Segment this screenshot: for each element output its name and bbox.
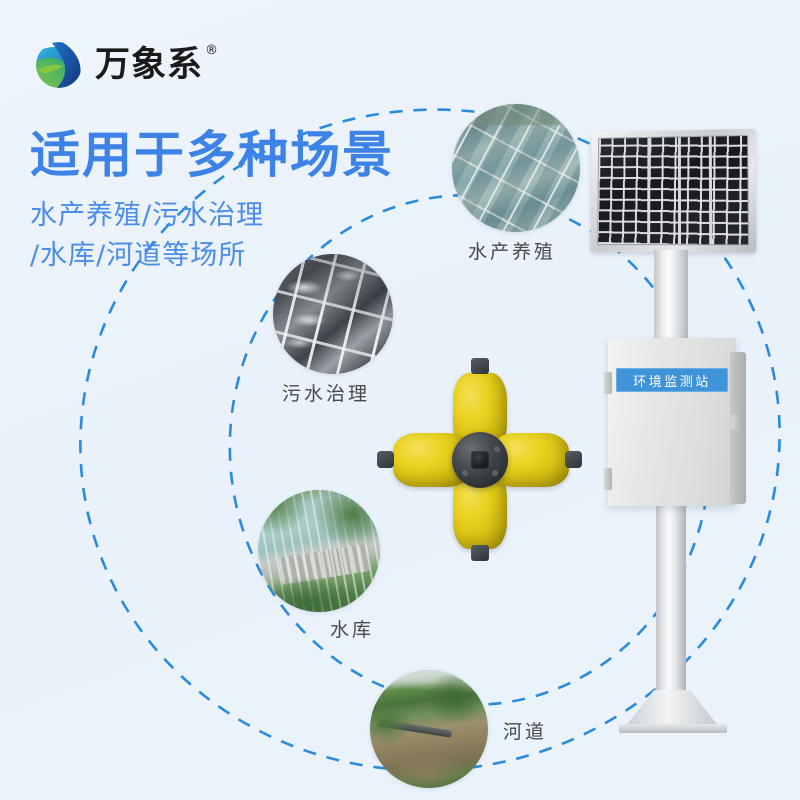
page-title: 适用于多种场景 — [30, 126, 394, 184]
mounting-pole-upper — [654, 250, 688, 348]
buoy-bolt-4 — [492, 470, 498, 476]
monitoring-station-enclosure — [608, 338, 736, 506]
mounting-pole-lower — [656, 500, 686, 710]
scene-sewage-treatment-image — [273, 254, 393, 374]
solar-panel — [590, 128, 757, 253]
pole-base-plate — [619, 724, 727, 733]
buoy-central-hub — [452, 432, 508, 488]
buoy-bolt-2 — [494, 446, 500, 452]
scene-aquaculture-image — [452, 104, 580, 232]
page-subtitle: 水产养殖/污水治理 /水库/河道等场所 — [30, 196, 264, 276]
enclosure-hinge-top — [604, 372, 612, 394]
page-subtitle-line-1: 水产养殖/污水治理 — [30, 200, 265, 231]
buoy-cap-right — [565, 451, 582, 468]
enclosure-hinge-bottom — [604, 468, 612, 490]
scene-aquaculture[interactable]: 水产养殖 — [452, 104, 592, 274]
brand-name-text: 万象系 — [95, 44, 204, 85]
buoy-cap-left — [377, 451, 394, 468]
scene-sewage-treatment[interactable]: 污水治理 — [273, 254, 413, 424]
water-quality-monitoring-buoy[interactable] — [375, 355, 585, 565]
buoy-bolt-3 — [462, 470, 468, 476]
buoy-cap-top — [471, 358, 489, 374]
scene-river-channel-image — [370, 670, 488, 788]
scene-sewage-treatment-label: 污水治理 — [282, 383, 371, 405]
enclosure-latch — [731, 414, 741, 430]
scene-aquaculture-label: 水产养殖 — [468, 241, 557, 263]
registered-trademark-icon: ® — [205, 42, 220, 58]
buoy-cap-bottom — [471, 545, 489, 561]
scene-river-channel[interactable]: 河道 — [370, 670, 590, 800]
scene-reservoir-image — [258, 490, 380, 612]
scene-reservoir-label: 水库 — [330, 619, 375, 641]
swirl-globe-icon — [33, 39, 85, 91]
brand-name: 万象系 ® — [95, 44, 218, 85]
station-name-plate: 环境监测站 — [616, 368, 728, 392]
page-subtitle-line-2: /水库/河道等场所 — [30, 239, 247, 271]
buoy-bolt-1 — [460, 446, 466, 452]
scene-river-channel-label: 河道 — [503, 721, 548, 743]
scene-reservoir[interactable]: 水库 — [258, 490, 408, 660]
brand-logo: 万象系 ® — [33, 37, 218, 93]
